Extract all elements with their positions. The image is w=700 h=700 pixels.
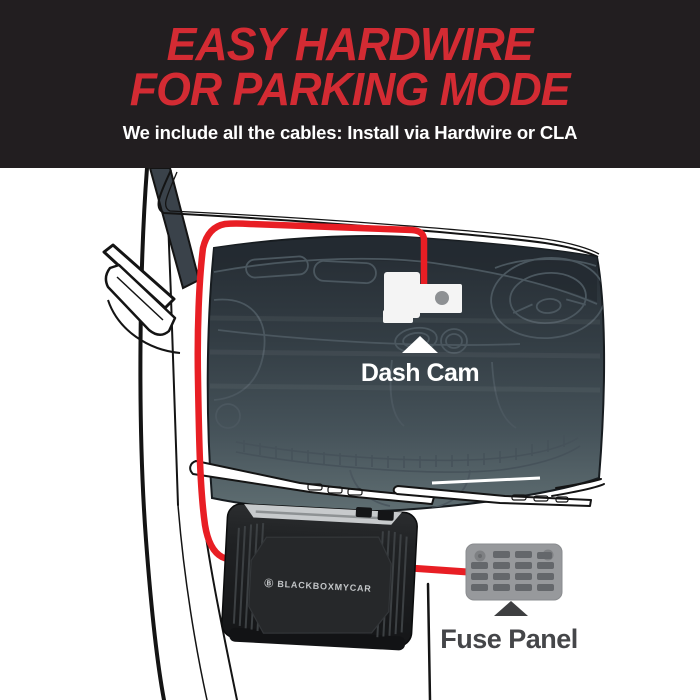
install-diagram: Ⓑ BLACKBOXMYCAR Fuse Panel Dash Cam — [0, 168, 700, 700]
title-line-2: FOR PARKING MODE — [130, 63, 571, 115]
dash-cam-icon — [383, 272, 462, 323]
fuse-panel-label: Fuse Panel — [440, 624, 578, 654]
side-mirror — [102, 243, 181, 354]
header-banner: EASY HARDWIRE FOR PARKING MODE We includ… — [0, 0, 700, 168]
fuse-slots — [471, 551, 554, 591]
battery-connector-port — [355, 506, 373, 518]
header-subtitle: We include all the cables: Install via H… — [122, 122, 578, 143]
cowl-lines — [426, 478, 605, 700]
dashboard-line-art — [209, 236, 605, 509]
dash-cam-label: Dash Cam — [361, 359, 479, 387]
dash-cam-pointer-icon — [402, 336, 438, 353]
battery-pack-image: Ⓑ BLACKBOXMYCAR — [221, 503, 418, 651]
title-line-1: EASY HARDWIRE — [167, 18, 534, 70]
dash-cam-lens-icon — [435, 291, 449, 305]
windshield-wipers — [189, 460, 592, 507]
battery-connector-port — [377, 510, 394, 521]
fuse-panel-pointer-icon — [494, 601, 528, 616]
fuse-panel-icon — [465, 543, 563, 601]
defroster-band — [235, 435, 581, 473]
car-illustration: Ⓑ BLACKBOXMYCAR Fuse Panel Dash Cam — [0, 168, 700, 700]
